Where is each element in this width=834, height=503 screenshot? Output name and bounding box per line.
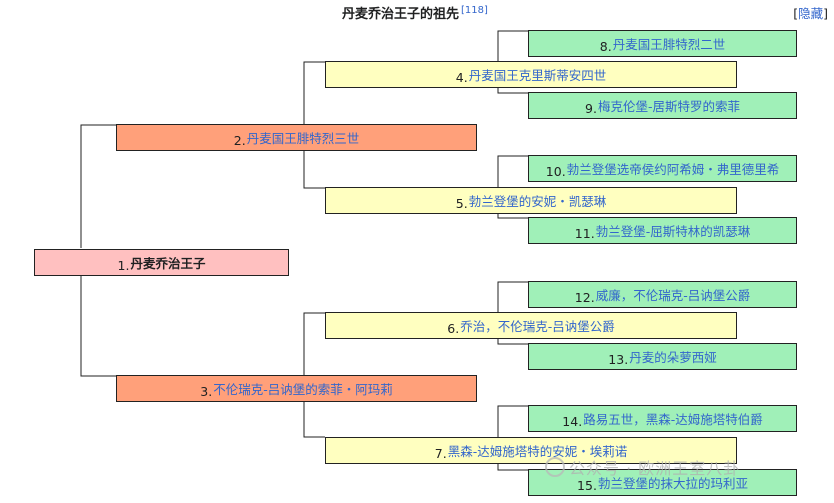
connector-4 [497,30,528,94]
ancestor-14[interactable]: 14.路易五世，黑森-达姆施塔特伯爵 [528,405,797,432]
ancestor-6[interactable]: 6.乔治，不伦瑞克-吕讷堡公爵 [325,312,737,339]
reference-link[interactable]: [118] [461,4,488,16]
ancestor-9[interactable]: 9.梅克伦堡-居斯特罗的索菲 [528,92,797,119]
ancestor-2[interactable]: 2.丹麦国王腓特烈三世 [116,124,477,151]
ancestor-15[interactable]: 15.勃兰登堡的抹大拉的玛利亚 [528,469,797,496]
ancestor-1: 1.丹麦乔治王子 [34,249,289,276]
connector-1 [80,124,116,377]
ancestor-4[interactable]: 4.丹麦国王克里斯蒂安四世 [325,61,737,88]
chart-title: 丹麦乔治王子的祖先[118] [342,4,488,22]
ancestor-8[interactable]: 8.丹麦国王腓特烈二世 [528,30,797,57]
connector-3 [303,312,325,438]
ancestor-3[interactable]: 3.不伦瑞克-吕讷堡的索菲・阿玛莉 [116,375,477,402]
hide-toggle[interactable]: [隐藏] [793,6,828,21]
ancestor-12[interactable]: 12.威廉，不伦瑞克-吕讷堡公爵 [528,281,797,308]
connector-5 [497,155,528,219]
ancestor-11[interactable]: 11.勃兰登堡-屈斯特林的凯瑟琳 [528,217,797,244]
wechat-icon [545,457,565,477]
ancestor-10[interactable]: 10.勃兰登堡选帝侯约阿希姆・弗里德里希 [528,155,797,182]
connector-6 [497,281,528,345]
connector-7 [497,405,528,471]
ancestor-5[interactable]: 5.勃兰登堡的安妮・凯瑟琳 [325,187,737,214]
watermark: 公众号 · 欧洲王室八卦 [545,455,740,479]
hide-link[interactable]: 隐藏 [798,6,824,21]
ancestor-13[interactable]: 13.丹麦的朵萝西娅 [528,343,797,370]
ancestor-7[interactable]: 7.黑森-达姆施塔特的安妮・埃莉诺 [325,437,737,464]
connector-2 [303,61,325,189]
